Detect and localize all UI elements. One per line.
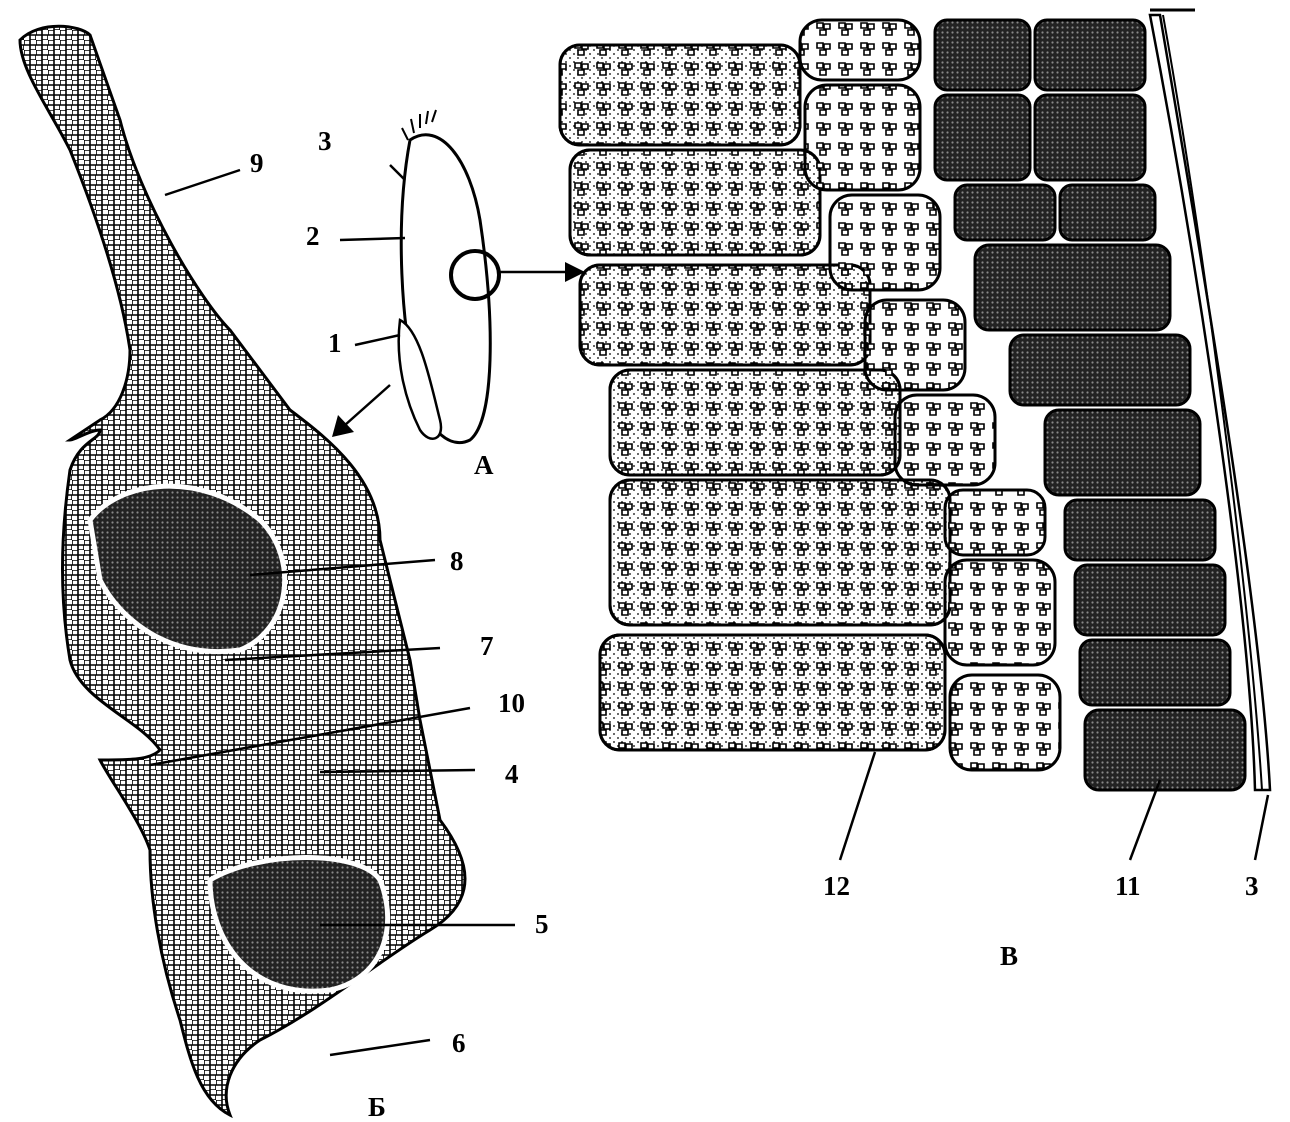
label-5: 5 <box>535 909 549 939</box>
label-12: 12 <box>823 871 850 901</box>
label-3-right: 3 <box>1245 871 1259 901</box>
whole-grain <box>399 110 499 443</box>
label-10: 10 <box>498 688 525 718</box>
label-2: 2 <box>306 221 320 251</box>
label-6: 6 <box>452 1028 466 1058</box>
label-7: 7 <box>480 631 494 661</box>
label-4: 4 <box>505 759 519 789</box>
label-11: 11 <box>1115 871 1141 901</box>
label-9: 9 <box>250 148 264 178</box>
label-1: 1 <box>328 328 342 358</box>
label-3-top: 3 <box>318 126 332 156</box>
label-8: 8 <box>450 546 464 576</box>
tissue-section <box>560 10 1270 790</box>
panel-label-a: А <box>474 450 494 480</box>
embryo-section <box>20 26 465 1115</box>
panel-label-c: В <box>1000 941 1018 971</box>
panel-label-b: Б <box>368 1092 386 1122</box>
